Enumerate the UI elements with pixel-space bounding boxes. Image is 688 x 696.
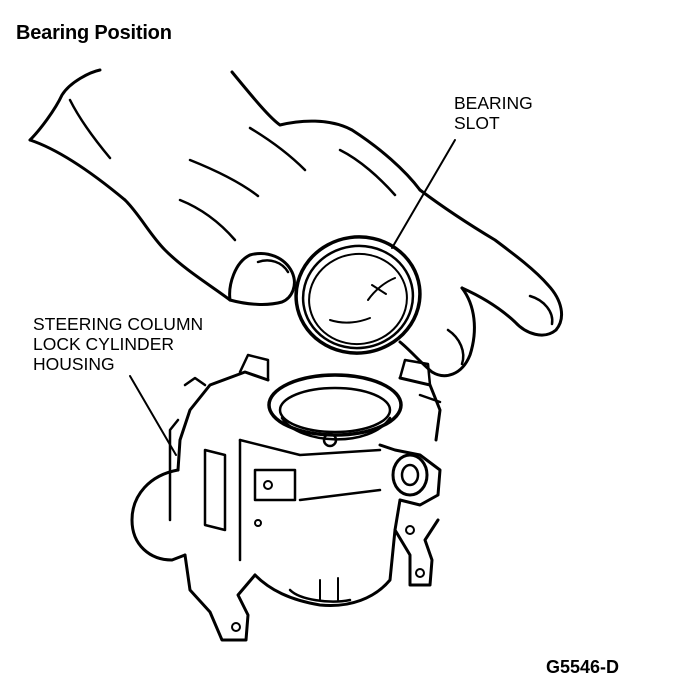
- bearing-ring: [294, 235, 422, 355]
- lock-cylinder-housing: [130, 353, 442, 642]
- bearing-slot-label-line: BEARING: [454, 93, 533, 113]
- housing-label-line: LOCK CYLINDER: [33, 334, 175, 354]
- page-title: Bearing Position: [16, 22, 172, 44]
- bearing-slot-leader: [391, 139, 456, 249]
- housing-leader: [129, 375, 177, 456]
- housing-label: STEERING COLUMN LOCK CYLINDER HOUSING: [33, 314, 203, 374]
- bearing-slot-label-line: SLOT: [454, 113, 500, 133]
- housing-label-line: HOUSING: [33, 354, 115, 374]
- bearing-slot-label: BEARING SLOT: [454, 93, 533, 133]
- housing-label-line: STEERING COLUMN: [33, 314, 204, 334]
- figure-id: G5546-D: [546, 657, 620, 677]
- hand-illustration: [28, 68, 564, 378]
